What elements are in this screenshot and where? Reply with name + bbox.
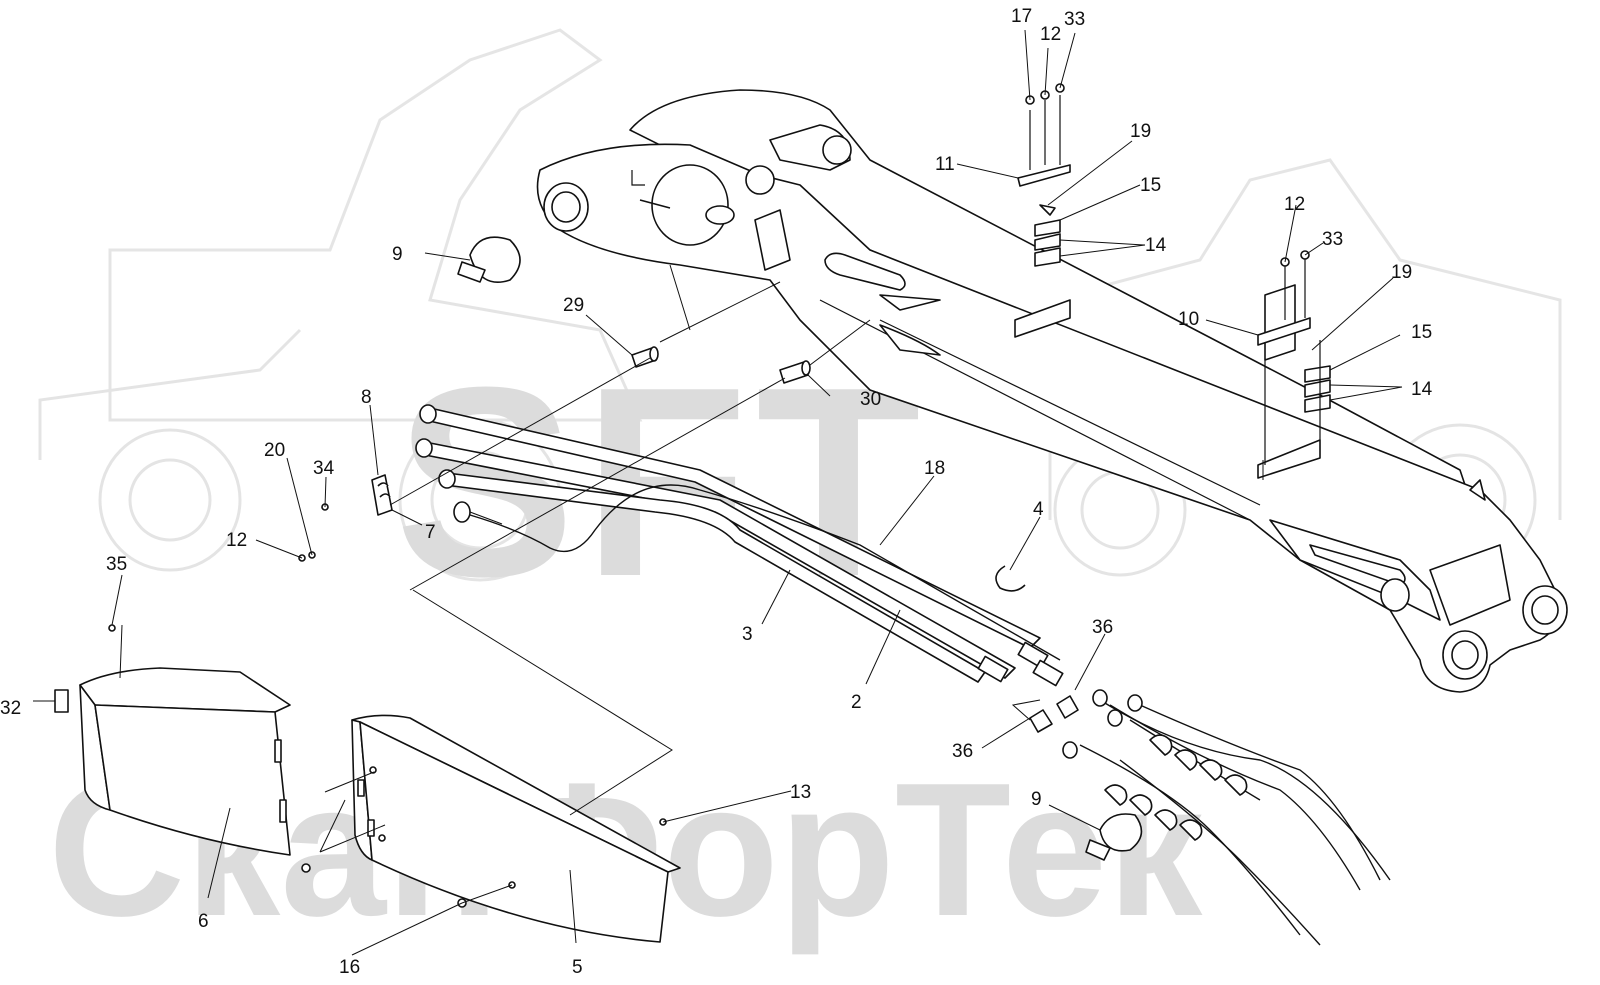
callout-13: 13 xyxy=(790,782,811,803)
callout-33: 33 xyxy=(1322,229,1343,250)
callout-7: 7 xyxy=(425,522,436,543)
callout-12: 12 xyxy=(1040,24,1061,45)
callout-30: 30 xyxy=(860,389,881,410)
callout-18: 18 xyxy=(924,458,945,479)
callout-32: 32 xyxy=(0,698,21,719)
callout-14: 14 xyxy=(1411,379,1433,400)
callout-36: 36 xyxy=(952,741,973,762)
hose-protector-lower xyxy=(1085,813,1143,861)
callout-labels: 17 12 33 11 19 15 14 9 29 12 33 10 19 15… xyxy=(0,6,1433,978)
callout-9: 9 xyxy=(1031,789,1042,810)
callout-29: 29 xyxy=(563,295,584,316)
cover-panel-left xyxy=(79,667,291,856)
cover-panel-right xyxy=(351,714,681,943)
callout-8: 8 xyxy=(361,387,372,408)
callout-6: 6 xyxy=(198,911,209,932)
hydraulic-pipes xyxy=(415,404,1064,687)
callout-5: 5 xyxy=(572,957,583,978)
callout-14: 14 xyxy=(1145,235,1167,256)
callout-35: 35 xyxy=(106,554,127,575)
leader-lines xyxy=(33,29,1403,956)
callout-19: 19 xyxy=(1130,121,1151,142)
callout-3: 3 xyxy=(742,624,753,645)
callout-11: 11 xyxy=(935,154,955,175)
callout-4: 4 xyxy=(1033,499,1044,520)
callout-20: 20 xyxy=(264,440,285,461)
callout-36: 36 xyxy=(1092,617,1113,638)
callout-33: 33 xyxy=(1064,9,1085,30)
callout-19: 19 xyxy=(1391,262,1412,283)
front-hoses xyxy=(1029,689,1391,946)
callout-15: 15 xyxy=(1411,322,1432,343)
small-hardware xyxy=(54,346,1026,908)
clamp-assembly-lower xyxy=(1257,250,1331,479)
callout-16: 16 xyxy=(339,957,360,978)
hose-protector-upper xyxy=(457,236,521,283)
callout-34: 34 xyxy=(313,458,335,479)
callout-12: 12 xyxy=(1284,194,1305,215)
callout-9: 9 xyxy=(392,244,403,265)
boom-arm xyxy=(536,89,1568,693)
callout-15: 15 xyxy=(1140,175,1161,196)
callout-12: 12 xyxy=(226,530,247,551)
callout-10: 10 xyxy=(1178,309,1199,330)
callout-2: 2 xyxy=(851,692,862,713)
callout-17: 17 xyxy=(1011,6,1032,27)
hose-clamps xyxy=(1104,734,1248,841)
